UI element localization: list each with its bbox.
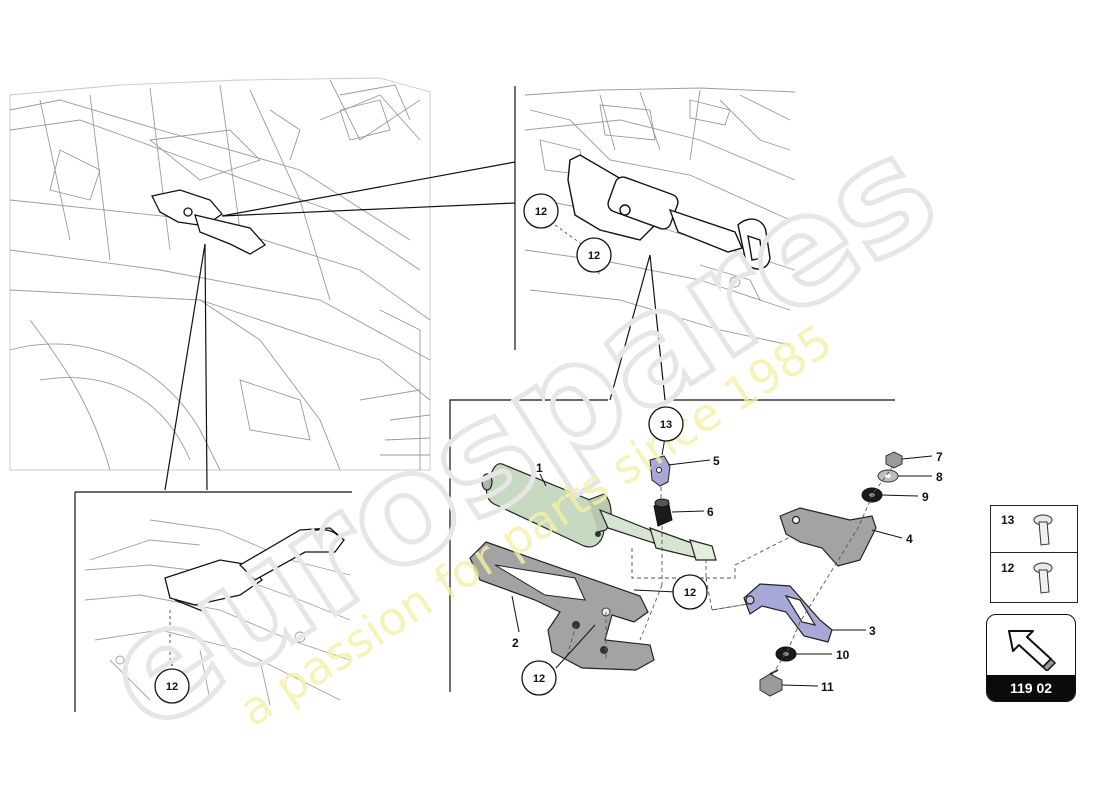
exploded-view-frame — [449, 399, 895, 692]
assembly-dashed-lines — [565, 465, 894, 676]
callout-leader-lines — [171, 431, 933, 687]
svg-text:13: 13 — [660, 419, 672, 431]
callout-9: 9 — [922, 490, 929, 504]
circled-callout-12-d: 12 — [672, 574, 708, 610]
bracket-part-4 — [779, 507, 877, 567]
rubber-mount-part-10 — [775, 646, 797, 662]
callout-6: 6 — [707, 505, 714, 519]
callout-4: 4 — [906, 532, 913, 546]
circled-callouts: 12 12 12 12 12 13 — [154, 193, 708, 704]
callout-5: 5 — [713, 454, 720, 468]
detail-inset-bottom — [74, 491, 352, 712]
callout-1: 1 — [536, 461, 543, 475]
screw-icon — [1033, 514, 1053, 546]
overview-chassis-sketch — [9, 77, 431, 471]
page-number: 119 02 — [987, 675, 1075, 701]
nut-part-7 — [885, 451, 903, 469]
legend-row-13: 13 — [991, 506, 1077, 553]
callout-numbers: 1 2 3 4 5 6 7 8 9 10 11 — [512, 450, 943, 694]
small-lever-part-5 — [649, 455, 671, 487]
callout-3: 3 — [869, 624, 876, 638]
fastener-legend: 13 12 — [990, 505, 1078, 603]
lever-bracket-part-3 — [743, 583, 833, 643]
circled-callout-12-a: 12 — [523, 193, 559, 229]
rubber-mount-part-9 — [861, 487, 883, 503]
actuator-part-1 — [481, 463, 717, 561]
svg-text:12: 12 — [166, 681, 178, 693]
legend-row-12: 12 — [991, 554, 1077, 600]
page-badge: 119 02 — [986, 614, 1076, 702]
legend-label-13: 13 — [1001, 513, 1015, 527]
callout-8: 8 — [936, 470, 943, 484]
washer-part-8 — [877, 469, 899, 483]
legend-label-12: 12 — [1001, 561, 1015, 575]
circled-callout-13: 13 — [648, 406, 684, 442]
arrow-icon — [1008, 630, 1057, 671]
circled-callout-12-b: 12 — [576, 237, 612, 273]
callout-7: 7 — [936, 450, 943, 464]
svg-text:12: 12 — [535, 206, 547, 218]
detail-inset-top — [514, 86, 796, 401]
bushing-part-6 — [653, 498, 673, 527]
circled-callout-12-c: 12 — [154, 668, 190, 704]
bolt-part-11 — [759, 669, 783, 697]
overview-actuator-highlight — [151, 189, 267, 255]
callout-11: 11 — [821, 680, 834, 694]
callout-2: 2 — [512, 636, 519, 650]
overview-leader-lines — [164, 161, 516, 491]
bracket-plate-part-2 — [469, 541, 655, 671]
circled-callout-12-e: 12 — [521, 660, 557, 696]
svg-text:12: 12 — [588, 250, 600, 262]
svg-text:12: 12 — [684, 587, 696, 599]
svg-text:12: 12 — [533, 673, 545, 685]
screw-icon — [1033, 562, 1053, 594]
callout-10: 10 — [836, 648, 850, 662]
